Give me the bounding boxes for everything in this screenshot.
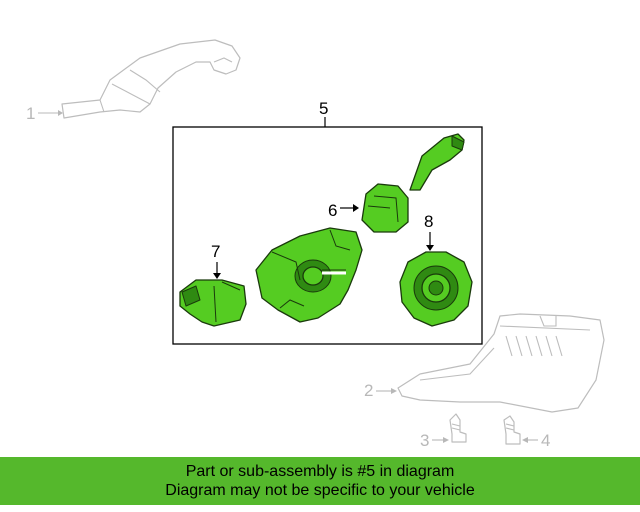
part-3-screw bbox=[449, 413, 467, 443]
svg-text:2: 2 bbox=[364, 381, 373, 400]
callout-4: 4 bbox=[522, 431, 550, 450]
svg-text:8: 8 bbox=[424, 212, 433, 231]
part-2-lower-shroud bbox=[397, 313, 605, 413]
callout-6: 6 bbox=[328, 201, 359, 220]
part-4-screw bbox=[503, 415, 521, 445]
part-7-switch bbox=[179, 279, 247, 327]
part-1-upper-shroud bbox=[61, 39, 241, 119]
callout-8: 8 bbox=[424, 212, 434, 251]
callout-2: 2 bbox=[364, 381, 397, 400]
callout-1: 1 bbox=[26, 104, 63, 123]
svg-text:7: 7 bbox=[211, 242, 220, 261]
callout-5: 5 bbox=[319, 99, 328, 127]
svg-text:1: 1 bbox=[26, 104, 35, 123]
svg-text:4: 4 bbox=[541, 431, 550, 450]
part-6-wiper-switch bbox=[361, 133, 465, 233]
svg-text:3: 3 bbox=[420, 431, 429, 450]
assembly-5-box bbox=[172, 126, 483, 345]
part-8-clock-spring bbox=[399, 251, 473, 327]
svg-text:5: 5 bbox=[319, 99, 328, 118]
banner-line-2: Diagram may not be specific to your vehi… bbox=[165, 482, 475, 499]
part-ignition-housing bbox=[255, 227, 363, 323]
banner-line-1: Part or sub-assembly is #5 in diagram bbox=[185, 463, 455, 480]
callout-3: 3 bbox=[420, 431, 449, 450]
callout-7: 7 bbox=[211, 242, 221, 279]
info-banner: Part or sub-assembly is #5 in diagram Di… bbox=[0, 457, 640, 505]
svg-text:6: 6 bbox=[328, 201, 337, 220]
